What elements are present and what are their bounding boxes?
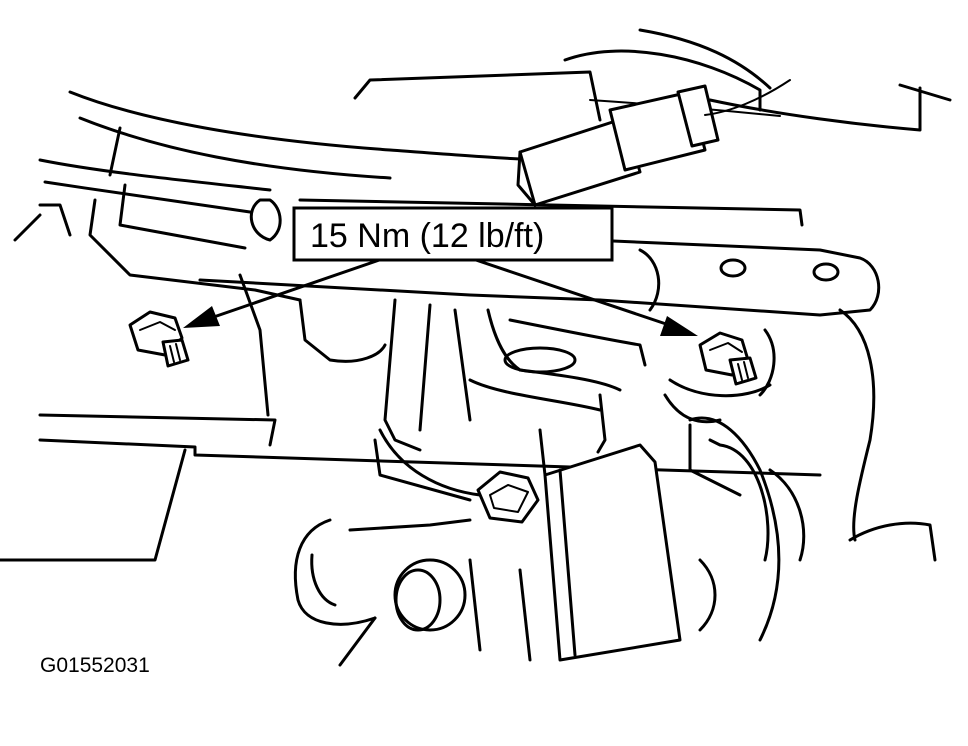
- torque-callout-label: 15 Nm (12 lb/ft): [310, 217, 544, 255]
- bolt-center: [476, 470, 540, 524]
- torque-callout-box: [292, 206, 614, 262]
- figure-id: G01552031: [40, 654, 150, 677]
- engine-component-linework: [0, 28, 952, 667]
- torque-callout: 15 Nm (12 lb/ft): [292, 206, 614, 262]
- arrowhead-left: [183, 306, 220, 328]
- bolt-left: [128, 310, 190, 368]
- leader-arrows: [183, 256, 698, 336]
- bolt-right: [698, 331, 758, 386]
- arrowhead-right: [660, 316, 698, 336]
